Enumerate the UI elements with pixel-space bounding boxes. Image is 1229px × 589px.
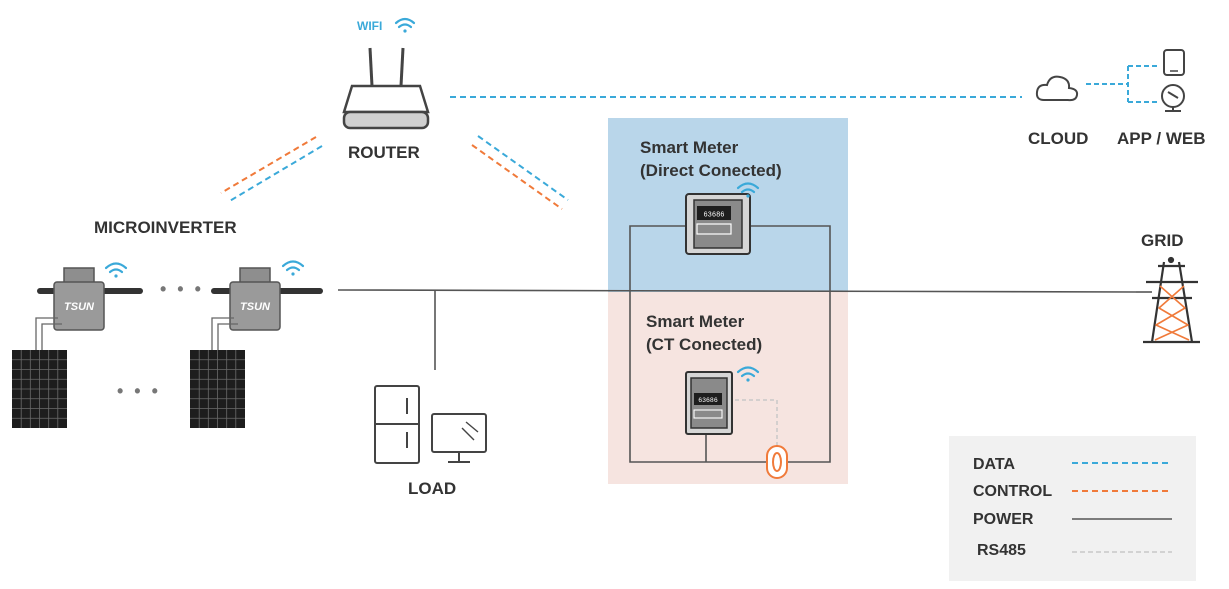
microinverter-2-wifi-icon xyxy=(281,260,305,276)
solar-panel-2 xyxy=(190,350,245,428)
microinverter-1: TSUN xyxy=(37,267,143,331)
meter-direct-title: Smart Meter (Direct Conected) xyxy=(640,136,782,182)
web-monitor-icon xyxy=(1161,84,1185,112)
inverter-2-brand: TSUN xyxy=(240,301,271,313)
meter-ct-display: 63686 xyxy=(698,397,718,404)
phone-icon xyxy=(1163,49,1185,76)
meter-direct-wifi-icon xyxy=(736,182,760,198)
control-link-router-inverter xyxy=(220,136,317,194)
solar-panel-1 xyxy=(12,350,67,428)
power-bus xyxy=(337,289,1137,293)
panel-ellipsis: • • • xyxy=(117,381,161,401)
load-label: LOAD xyxy=(408,479,457,498)
legend-box xyxy=(949,436,1196,581)
smart-meter-direct-icon: 63686 xyxy=(685,193,751,255)
router-icon xyxy=(342,47,430,130)
meter-ct-wifi-icon xyxy=(736,366,760,382)
control-link-router-meter xyxy=(471,144,563,210)
data-link-router-meter xyxy=(477,135,569,201)
legend-control-label: CONTROL xyxy=(973,483,1053,500)
inverter-1-brand: TSUN xyxy=(64,301,95,313)
ct-clamp-icon xyxy=(766,445,788,479)
meter-direct-title-line1: Smart Meter xyxy=(640,138,739,157)
legend-data-label: DATA xyxy=(973,456,1016,473)
router-wifi-icon xyxy=(394,17,416,33)
direct-meter-wiring xyxy=(629,225,831,292)
rs485-link xyxy=(735,399,778,446)
grid-tower-icon xyxy=(1143,256,1200,344)
inverter-ellipsis: • • • xyxy=(160,279,204,299)
meter-ct-title-line1: Smart Meter xyxy=(646,312,745,331)
microinverter-2: TSUN xyxy=(211,267,323,331)
legend-power-label: POWER xyxy=(973,511,1034,528)
meter-ct-title: Smart Meter (CT Conected) xyxy=(646,310,762,356)
router-label: ROUTER xyxy=(348,143,420,162)
meter-direct-title-line2: (Direct Conected) xyxy=(640,161,782,180)
legend-rs485-label: RS485 xyxy=(977,542,1026,559)
cloud-icon xyxy=(1035,75,1079,102)
meter-direct-display: 63686 xyxy=(703,212,724,220)
panel-wires xyxy=(35,317,238,352)
grid-label: GRID xyxy=(1141,231,1184,250)
ct-meter-wiring xyxy=(629,290,831,463)
fridge-icon xyxy=(374,385,420,464)
meter-ct-title-line2: (CT Conected) xyxy=(646,335,763,354)
cloud-label: CLOUD xyxy=(1028,129,1089,148)
microinverter-1-wifi-icon xyxy=(104,262,128,278)
data-link-cloud-app xyxy=(1086,65,1158,103)
smart-meter-ct-icon: 63686 xyxy=(685,371,733,435)
data-link-router-inverter xyxy=(227,145,323,203)
wifi-label: WIFI xyxy=(357,19,383,33)
microinverter-label: MICROINVERTER xyxy=(94,218,237,237)
computer-monitor-icon xyxy=(431,413,487,463)
app-web-label: APP / WEB xyxy=(1117,129,1206,148)
